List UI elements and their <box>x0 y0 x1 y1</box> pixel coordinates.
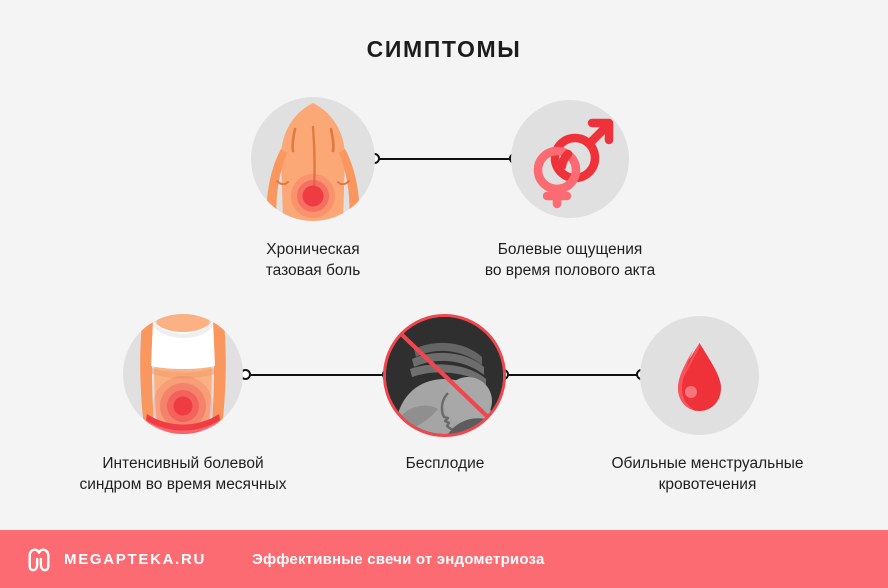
footer-brand-name: MEGAPTEKA.RU <box>64 550 207 568</box>
symptom-item-severe-menstrual-pain[interactable] <box>123 314 243 434</box>
symptom-label-infertility: Бесплодие <box>405 455 485 472</box>
symptom-item-painful-intercourse[interactable] <box>511 100 629 218</box>
abdominal-pain-icon <box>140 314 226 434</box>
footer-banner: MEGAPTEKA.RU Эффективные свечи от эндоме… <box>0 530 888 588</box>
connector-line-top <box>375 158 515 160</box>
symptom-label-painful-intercourse: Болевые ощущения во время полового акта <box>484 241 656 279</box>
page-title: СИМПТОМЫ <box>366 36 522 62</box>
icon-backdrop-circle <box>640 316 759 435</box>
symptom-item-infertility[interactable] <box>386 317 503 434</box>
symptom-label-severe-menstrual-pain: Интенсивный болевой синдром во время мес… <box>79 455 287 493</box>
gender-symbols-icon <box>533 118 614 209</box>
symptom-item-heavy-bleeding[interactable] <box>640 316 759 435</box>
icon-backdrop-circle <box>386 317 503 434</box>
icon-backdrop-circle <box>251 97 375 221</box>
megapteka-m-logo-icon <box>28 548 50 572</box>
connector-line-bottom-left <box>250 374 387 376</box>
blood-drop-icon <box>678 343 721 411</box>
no-pregnancy-ultrasound-icon <box>386 317 503 434</box>
connector-line-bottom-right <box>508 374 641 376</box>
symptom-label-heavy-bleeding: Обильные менструальные кровотечения <box>611 455 804 493</box>
lower-back-pain-icon <box>266 103 360 221</box>
icon-backdrop-circle <box>123 314 243 434</box>
icon-backdrop-circle <box>511 100 629 218</box>
symptom-item-chronic-pelvic-pain[interactable] <box>251 97 375 221</box>
footer-tagline: Эффективные свечи от эндометриоза <box>252 550 545 568</box>
symptom-label-chronic-pelvic-pain: Хроническая тазовая боль <box>265 241 361 279</box>
